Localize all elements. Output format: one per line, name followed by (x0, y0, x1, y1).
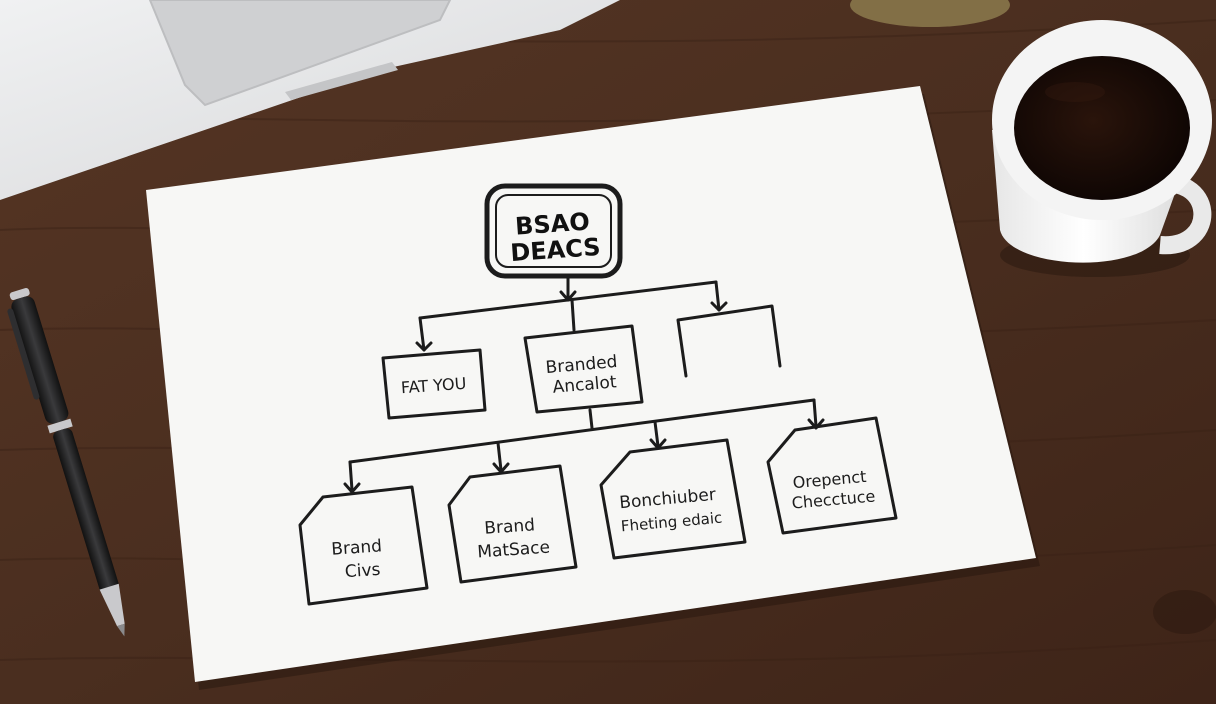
level2-label-1b: Civs (344, 560, 381, 582)
wood-knot (1153, 590, 1216, 634)
level1-box-3 (676, 304, 782, 378)
org-chart (298, 183, 898, 606)
level1-label-1a: FAT YOU (400, 374, 467, 398)
laptop (0, 0, 620, 200)
pen (7, 288, 125, 637)
pen-clip (7, 308, 40, 400)
level1-box-2 (523, 324, 644, 414)
level1-box-1 (381, 348, 487, 420)
level2-box-1 (298, 485, 429, 606)
level2-box-3 (599, 438, 747, 560)
level2-box-2 (447, 464, 578, 584)
coffee (1014, 56, 1190, 200)
level2-box-4 (766, 416, 898, 535)
root-box (484, 183, 623, 279)
pen-body (11, 296, 69, 424)
coaster (850, 0, 1010, 27)
root-label-line2: DEACS (509, 233, 601, 267)
coffee-cup (992, 20, 1212, 277)
level2-label-1a: Brand (331, 536, 383, 559)
paper-sheet (146, 86, 1040, 690)
root-label-line1: BSAO (514, 207, 590, 240)
level2-label-2a: Brand (484, 515, 536, 538)
